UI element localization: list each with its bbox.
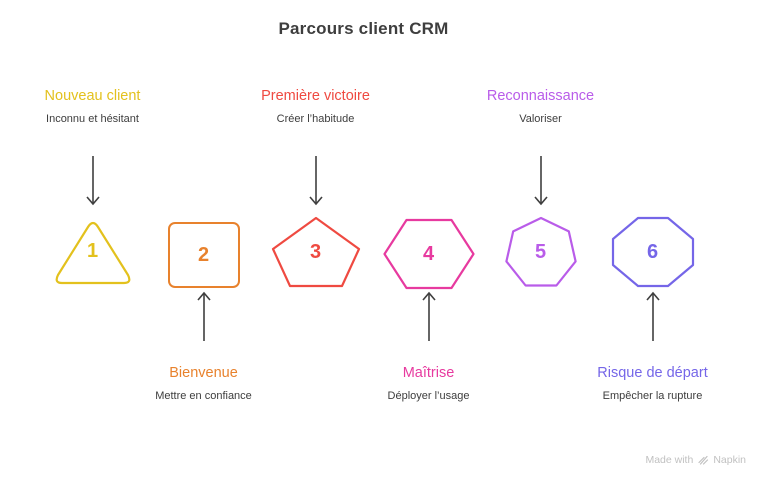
stage-2-label-block: Bienvenue Mettre en confiance [99, 365, 309, 403]
stage-2-title: Bienvenue [169, 365, 238, 381]
stage-6-description: Empêcher la rupture [602, 390, 703, 402]
diagram-title: Parcours client CRM [278, 19, 449, 38]
square-outline: 2 [167, 222, 240, 288]
arrow-down-icon [533, 155, 549, 207]
stage-1-title: Nouveau client [44, 88, 141, 104]
stage-column-4: 4 Maîtrise Déployer l’usage [372, 0, 485, 479]
stage-6-title: Risque de départ [597, 365, 708, 381]
stage-5-number: 5 [534, 241, 547, 263]
stage-column-3: Première victoire Créer l’habitude 3 [259, 0, 372, 479]
stage-6-label-block: Risque de départ Empêcher la rupture [548, 365, 758, 403]
brand-text: Napkin [713, 454, 746, 466]
stage-column-6: 6 Risque de départ Empêcher la rupture [596, 0, 709, 479]
pentagon-shape: 3 [269, 214, 363, 289]
stage-2-description: Mettre en confiance [155, 390, 252, 402]
stage-4-label-block: Maîtrise Déployer l’usage [324, 365, 534, 403]
octagon-shape: 6 [610, 215, 696, 289]
stage-5-title: Reconnaissance [486, 88, 595, 104]
stage-5-description: Valoriser [519, 113, 562, 125]
stage-column-5: Reconnaissance Valoriser 5 [484, 0, 597, 479]
stage-1-description: Inconnu et hésitant [46, 113, 139, 125]
stage-4-description: Déployer l’usage [387, 390, 470, 402]
stage-column-2: 2 Bienvenue Mettre en confiance [147, 0, 260, 479]
made-with-napkin-credit: Made with Napkin [645, 454, 746, 466]
stage-3-number: 3 [309, 240, 322, 263]
napkin-logo-icon [698, 455, 709, 465]
stage-4-title: Maîtrise [402, 365, 455, 381]
arrow-up-icon [196, 290, 212, 342]
stage-1-number: 1 [86, 240, 99, 262]
arrow-up-icon [421, 290, 437, 342]
heptagon-shape: 5 [504, 215, 577, 289]
stage-1-label-block: Nouveau client Inconnu et hésitant [0, 88, 198, 126]
arrow-down-icon [308, 155, 324, 207]
stage-6-number: 6 [646, 241, 659, 263]
triangle-shape: 1 [49, 215, 137, 287]
stage-3-description: Créer l’habitude [276, 113, 355, 125]
stage-2-number: 2 [197, 244, 210, 266]
stage-5-label-block: Reconnaissance Valoriser [436, 88, 646, 126]
arrow-down-icon [85, 155, 101, 207]
stage-3-label-block: Première victoire Créer l’habitude [211, 88, 421, 126]
square-shape: 2 [167, 222, 240, 288]
stage-3-title: Première victoire [261, 88, 370, 104]
arrow-up-icon [645, 290, 661, 342]
stage-4-number: 4 [422, 243, 435, 265]
credit-text: Made with [645, 454, 694, 466]
hexagon-shape: 4 [381, 217, 476, 291]
stage-column-1: Nouveau client Inconnu et hésitant 1 [36, 0, 149, 479]
